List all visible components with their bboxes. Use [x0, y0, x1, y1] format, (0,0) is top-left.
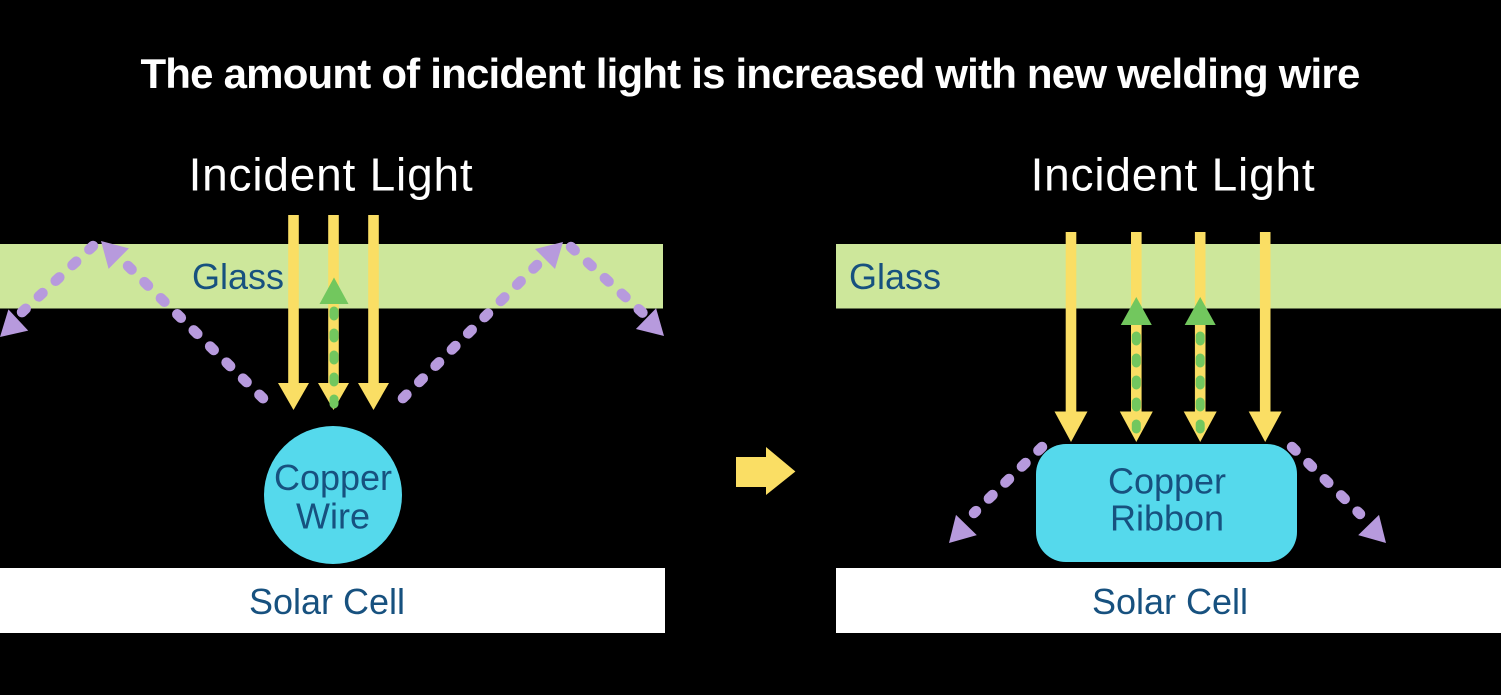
- svg-text:Incident Light: Incident Light: [189, 149, 474, 201]
- svg-text:Ribbon: Ribbon: [1110, 497, 1224, 538]
- svg-text:Glass: Glass: [849, 256, 941, 297]
- svg-text:Copper: Copper: [274, 457, 392, 498]
- svg-text:The amount of incident light i: The amount of incident light is increase…: [140, 50, 1359, 97]
- svg-text:Wire: Wire: [296, 496, 370, 537]
- svg-text:Solar Cell: Solar Cell: [1092, 581, 1248, 622]
- svg-text:Incident Light: Incident Light: [1031, 149, 1316, 201]
- svg-text:Copper: Copper: [1108, 461, 1226, 502]
- svg-text:Glass: Glass: [192, 256, 284, 297]
- svg-text:Solar Cell: Solar Cell: [249, 581, 405, 622]
